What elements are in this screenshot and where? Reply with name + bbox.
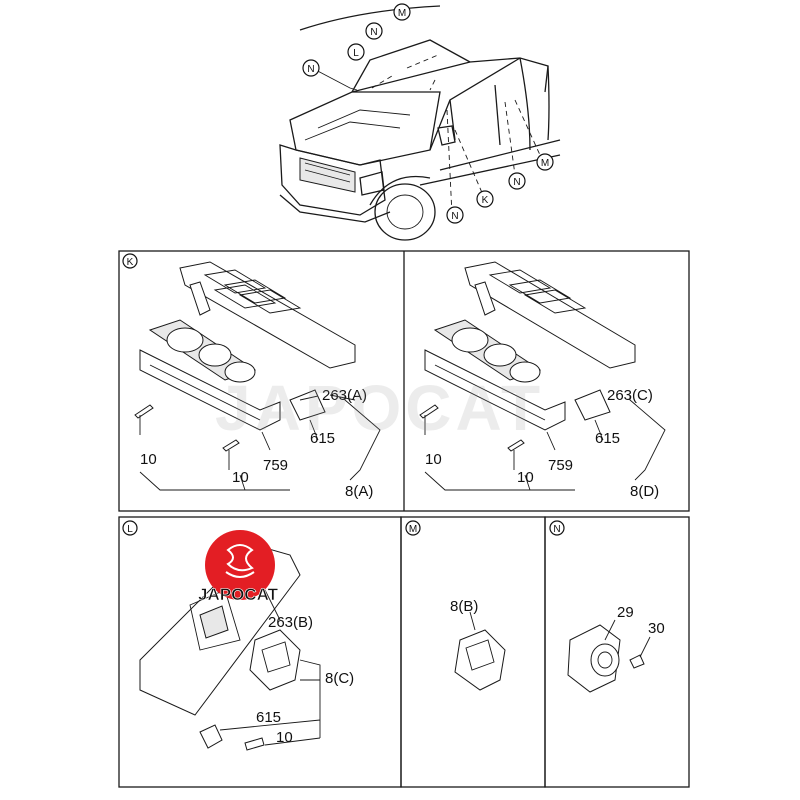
label-615-left: 615 (310, 430, 335, 447)
label-8A: 8(A) (345, 483, 373, 500)
svg-text:N: N (370, 27, 377, 38)
callout-N-top: N (365, 22, 383, 40)
switch-8B (454, 629, 506, 691)
label-8D: 8(D) (630, 483, 659, 500)
panel-N: N 29 30 (544, 516, 690, 788)
logo-text: JAPOCAT (198, 585, 279, 604)
panel-N-title: N (553, 524, 560, 535)
label-10-L: 10 (276, 729, 293, 746)
panel-M: M 8(B) (400, 516, 546, 788)
label-759-left: 759 (263, 457, 288, 474)
callout-N-door: N (446, 206, 464, 224)
vehicle-illustration: M N L N N M N K (279, 3, 561, 241)
svg-text:N: N (307, 64, 314, 75)
panel-M-title: M (409, 524, 417, 535)
switch-8C (249, 629, 301, 691)
label-615-L: 615 (256, 709, 281, 726)
switch-assembly-left (134, 261, 356, 452)
label-759-right: 759 (548, 457, 573, 474)
label-8C: 8(C) (325, 670, 354, 687)
label-8B: 8(B) (450, 598, 478, 615)
callout-N-right: N (508, 172, 526, 190)
svg-text:N: N (451, 211, 458, 222)
svg-text:L: L (353, 48, 359, 59)
svg-text:N: N (513, 177, 520, 188)
label-10-left-a: 10 (140, 451, 157, 468)
label-10-right-b: 10 (517, 469, 534, 486)
label-263B: 263(B) (268, 614, 313, 631)
watermark-text: JAPOCAT (215, 372, 544, 444)
label-263C: 263(C) (607, 387, 653, 404)
callout-M-top: M (393, 3, 411, 21)
panel-L-title: L (127, 524, 133, 535)
screw-30 (629, 654, 645, 669)
label-10-right-a: 10 (425, 451, 442, 468)
callout-L: L (347, 43, 365, 61)
switch-assembly-right (419, 261, 636, 452)
label-10-left-b: 10 (232, 469, 249, 486)
callout-K: K (476, 190, 494, 208)
callout-M-right: M (536, 153, 554, 171)
svg-text:M: M (541, 158, 549, 169)
panel-L: L 263(B) 8(C) 615 10 (118, 516, 402, 788)
japocat-logo: JAPOCAT (198, 530, 279, 604)
label-29: 29 (617, 604, 634, 621)
callout-N-left: N (302, 59, 320, 77)
svg-text:K: K (482, 195, 489, 206)
label-30: 30 (648, 620, 665, 637)
label-263A: 263(A) (322, 387, 367, 404)
panel-K-title: K (127, 257, 134, 268)
svg-text:M: M (398, 8, 406, 19)
label-615-right: 615 (595, 430, 620, 447)
panel-K: K 263(A) 615 10 10 759 8(A) (118, 250, 690, 512)
panel-N-frame (544, 516, 690, 788)
